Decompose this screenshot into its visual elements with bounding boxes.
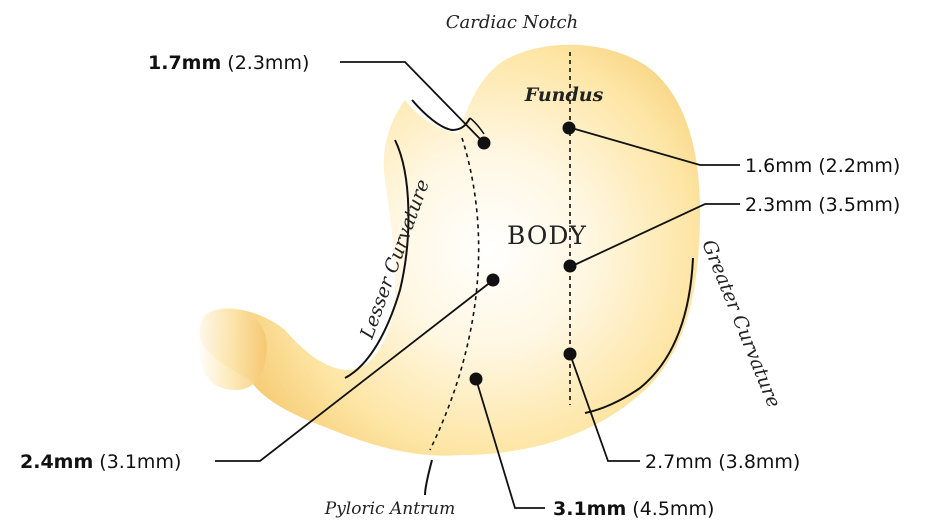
measurement-label-m4: 2.4mm (3.1mm) [20,451,181,473]
measurement-label-m5: 2.7mm (3.8mm) [645,451,800,473]
point-m1 [478,137,491,150]
m4-primary: 2.4mm [20,451,93,473]
measurement-label-m2: 1.6mm (2.2mm) [745,155,900,177]
point-m3 [564,260,577,273]
label-greater-curvature: Greater Curvature [697,237,784,411]
point-m2 [563,122,576,135]
m3-secondary: (3.5mm) [812,194,900,216]
m5-primary: 2.7mm [645,451,712,473]
label-pyloric-antrum: Pyloric Antrum [324,499,455,519]
label-cardiac-notch: Cardiac Notch [446,12,578,33]
measurement-label-m1: 1.7mm (2.3mm) [148,52,309,74]
m6-secondary: (4.5mm) [626,498,714,520]
label-fundus: Fundus [524,84,604,106]
m4-secondary: (3.1mm) [93,451,181,473]
m2-primary: 1.6mm [745,155,812,177]
stomach-shape [200,45,700,456]
duodenum-stub [197,308,267,390]
point-m5 [564,348,577,361]
m1-primary: 1.7mm [148,52,221,74]
m5-secondary: (3.8mm) [712,451,800,473]
point-m4 [487,274,500,287]
measurement-label-m3: 2.3mm (3.5mm) [745,194,900,216]
label-body: BODY [507,221,587,250]
measurement-label-m6: 3.1mm (4.5mm) [553,498,714,520]
point-m6 [470,373,483,386]
m2-secondary: (2.2mm) [812,155,900,177]
m1-secondary: (2.3mm) [221,52,309,74]
m3-primary: 2.3mm [745,194,812,216]
pyloric-antrum-line [425,460,432,495]
m6-primary: 3.1mm [553,498,626,520]
